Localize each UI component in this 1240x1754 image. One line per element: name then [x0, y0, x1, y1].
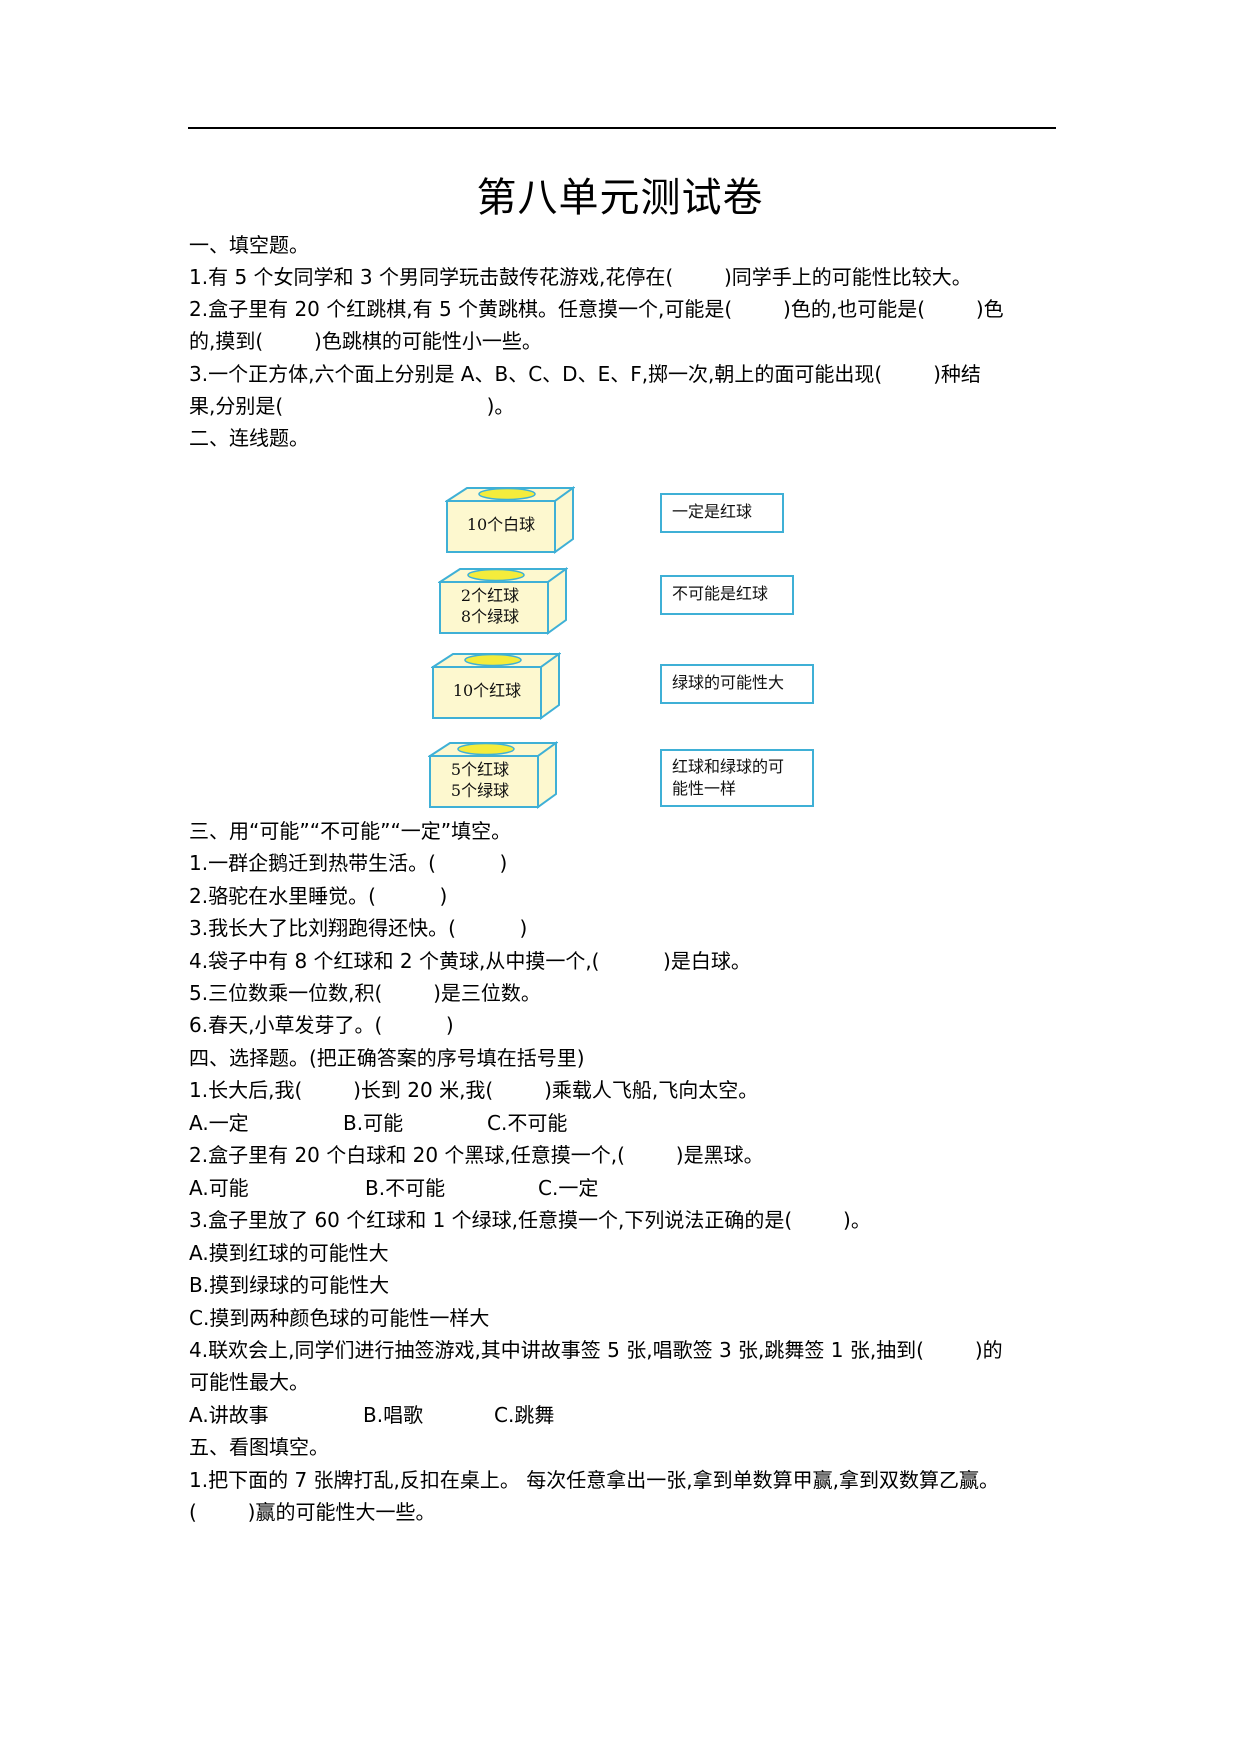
s4-q4-option-b: B.唱歌 — [363, 1403, 424, 1427]
s4-question-4-line1: 4.联欢会上,同学们进行抽签游戏,其中讲故事签 5 张,唱歌签 3 张,跳舞签 … — [189, 1338, 1003, 1362]
box-label-line1: 10个红球 — [452, 681, 522, 700]
s4-q2-option-b: B.不可能 — [365, 1176, 446, 1200]
s4-question-4-line2: 可能性最大。 — [189, 1370, 309, 1394]
match-card-1[interactable]: 一定是红球 — [660, 493, 784, 533]
s4-q1-option-a: A.一定 — [189, 1111, 249, 1135]
match-card-4[interactable]: 红球和绿球的可 能性一样 — [660, 749, 814, 807]
s3-item-2: 2.骆驼在水里睡觉。( ) — [189, 884, 448, 908]
s4-q4-option-c: C.跳舞 — [494, 1403, 555, 1427]
s4-q3-option-c: C.摸到两种颜色球的可能性一样大 — [189, 1306, 490, 1330]
match-card-2[interactable]: 不可能是红球 — [660, 575, 794, 615]
s1-question-3-line1: 3.一个正方体,六个面上分别是 A、B、C、D、E、F,掷一次,朝上的面可能出现… — [189, 362, 981, 386]
box-label-line2: 8个绿球 — [460, 607, 520, 626]
card-text-line2: 能性一样 — [672, 779, 737, 798]
s4-question-1: 1.长大后,我( )长到 20 米,我( )乘载人飞船,飞向太空。 — [189, 1078, 759, 1102]
box-label-line2: 5个绿球 — [450, 781, 510, 800]
box-label-line1: 2个红球 — [460, 586, 520, 605]
s4-q3-option-a: A.摸到红球的可能性大 — [189, 1241, 389, 1265]
s3-item-6: 6.春天,小草发芽了。( ) — [189, 1013, 454, 1037]
s4-q1-option-c: C.不可能 — [487, 1111, 568, 1135]
s4-q1-option-b: B.可能 — [343, 1111, 404, 1135]
ball-box-2: 2个红球 8个绿球 — [438, 567, 568, 637]
s5-question-1-line2: ( )赢的可能性大一些。 — [189, 1500, 436, 1524]
match-card-3[interactable]: 绿球的可能性大 — [660, 664, 814, 704]
section3-heading: 三、用“可能”“不可能”“一定”填空。 — [189, 819, 512, 843]
ball-box-1: 10个白球 — [445, 486, 575, 556]
s4-q2-option-a: A.可能 — [189, 1176, 249, 1200]
section5-heading: 五、看图填空。 — [189, 1435, 329, 1459]
card-text: 不可能是红球 — [672, 584, 769, 603]
box-label-line1: 10个白球 — [466, 515, 536, 534]
s3-item-4: 4.袋子中有 8 个红球和 2 个黄球,从中摸一个,( )是白球。 — [189, 949, 751, 973]
page-title: 第八单元测试卷 — [476, 175, 764, 221]
s1-question-2-line1: 2.盒子里有 20 个红跳棋,有 5 个黄跳棋。任意摸一个,可能是( )色的,也… — [189, 297, 1004, 321]
s1-question-1: 1.有 5 个女同学和 3 个男同学玩击鼓传花游戏,花停在( )同学手上的可能性… — [189, 265, 972, 289]
s4-question-3: 3.盒子里放了 60 个红球和 1 个绿球,任意摸一个,下列说法正确的是( )。 — [189, 1208, 871, 1232]
s1-question-2-line2: 的,摸到( )色跳棋的可能性小一些。 — [189, 329, 542, 353]
ball-box-3: 10个红球 — [431, 652, 561, 722]
s4-q2-option-c: C.一定 — [538, 1176, 599, 1200]
ball-box-4: 5个红球 5个绿球 — [428, 741, 558, 811]
s3-item-1: 1.一群企鹅迁到热带生活。( ) — [189, 851, 508, 875]
section2-heading: 二、连线题。 — [189, 426, 309, 450]
s4-q3-option-b: B.摸到绿球的可能性大 — [189, 1273, 390, 1297]
card-text: 绿球的可能性大 — [672, 673, 785, 692]
s3-item-3: 3.我长大了比刘翔跑得还快。( ) — [189, 916, 528, 940]
s4-question-2: 2.盒子里有 20 个白球和 20 个黑球,任意摸一个,( )是黑球。 — [189, 1143, 764, 1167]
box-label-line1: 5个红球 — [450, 760, 510, 779]
header-rule — [188, 127, 1056, 129]
card-text-line1: 红球和绿球的可 — [672, 757, 785, 776]
box-icon — [438, 567, 568, 635]
s5-question-1-line1: 1.把下面的 7 张牌打乱,反扣在桌上。 每次任意拿出一张,拿到单数算甲赢,拿到… — [189, 1468, 999, 1492]
s4-q4-option-a: A.讲故事 — [189, 1403, 269, 1427]
box-icon — [428, 741, 558, 809]
card-text: 一定是红球 — [672, 502, 753, 521]
section1-heading: 一、填空题。 — [189, 233, 309, 257]
box-icon — [431, 652, 561, 720]
s3-item-5: 5.三位数乘一位数,积( )是三位数。 — [189, 981, 541, 1005]
s1-question-3-line2: 果,分别是( )。 — [189, 394, 515, 418]
section4-heading: 四、选择题。(把正确答案的序号填在括号里) — [189, 1046, 585, 1070]
box-icon — [445, 486, 575, 554]
